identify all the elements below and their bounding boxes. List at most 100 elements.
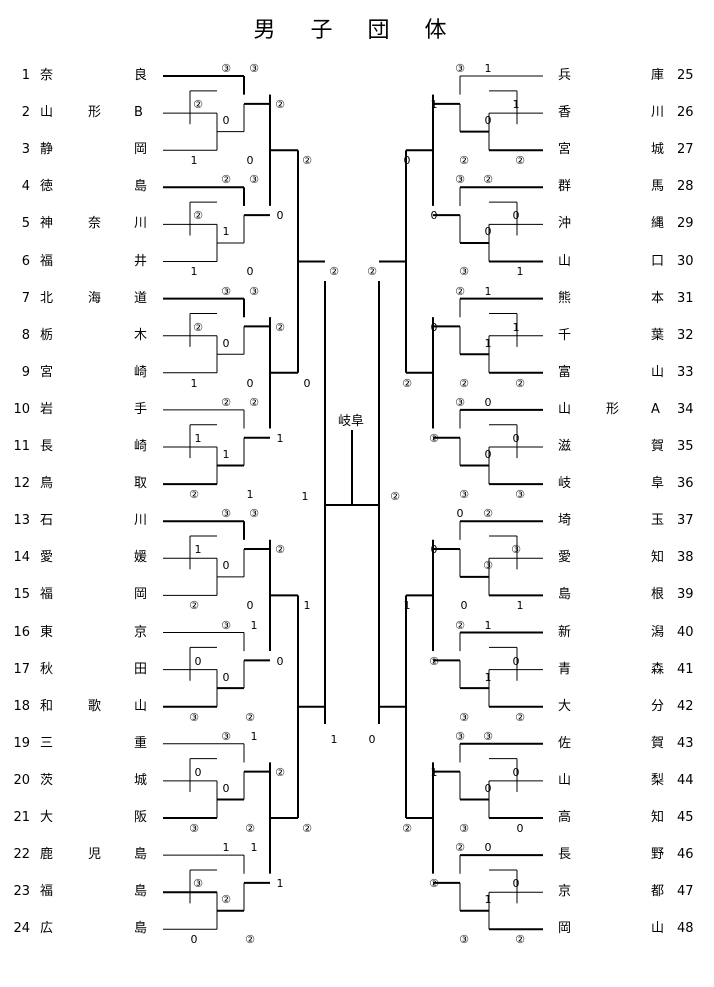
team-name-char: 城	[134, 772, 148, 788]
team-name-char: 岐	[558, 476, 572, 492]
team-name-char: 岡	[134, 587, 148, 603]
match-score: 0	[512, 431, 520, 445]
match-score: ②	[455, 841, 465, 855]
match-score: ②	[189, 599, 199, 613]
team-name-char: 茨	[40, 772, 54, 788]
team-name-char: 鹿	[40, 847, 54, 863]
match-score: ③	[459, 487, 469, 501]
team-name-char: 川	[134, 513, 148, 529]
team-name-char: 静	[40, 142, 54, 158]
match-score: ③	[249, 62, 259, 75]
team-number: 17	[13, 661, 30, 677]
team-name-char: 愛	[558, 550, 572, 566]
team-number: 13	[13, 513, 30, 529]
match-score: 1	[222, 225, 230, 239]
match-score: 1	[246, 487, 254, 501]
match-score: ②	[189, 487, 199, 501]
match-score: 0	[190, 933, 198, 947]
team-name-char: 道	[134, 290, 148, 306]
round-score: 0	[276, 654, 284, 668]
team-name-char: 京	[134, 624, 148, 640]
final-score: ②	[390, 490, 400, 503]
match-score: 0	[194, 765, 202, 779]
team-name-char: 島	[134, 884, 148, 900]
team-name-char: 知	[651, 550, 665, 566]
match-score: 0	[484, 114, 492, 127]
team-name-char: 縄	[651, 216, 665, 232]
team-number: 22	[13, 847, 30, 863]
team-name-char: 阪	[134, 810, 148, 825]
team-name-char: 愛	[40, 550, 54, 566]
team-name-char: 本	[651, 290, 665, 306]
team-name-char: 高	[558, 810, 572, 825]
team-name-char: 山	[558, 772, 572, 788]
team-number: 35	[677, 439, 694, 454]
match-score: ②	[483, 507, 493, 521]
round-score: 1	[430, 765, 438, 779]
team-number: 41	[677, 661, 694, 677]
match-score: 1	[250, 841, 258, 855]
match-score: 1	[516, 265, 524, 279]
team-name-char: 大	[40, 810, 54, 825]
page-title: 男 子 団 体	[253, 18, 461, 43]
match-score: ③	[459, 821, 469, 835]
team-number: 39	[677, 587, 694, 603]
match-score: 1	[250, 618, 258, 632]
match-score: ③	[249, 507, 259, 521]
match-score: 0	[484, 395, 492, 409]
round-score: 0	[303, 376, 311, 390]
round-score: ②	[429, 431, 439, 445]
team-name-char: 広	[40, 921, 54, 937]
team-number: 44	[677, 772, 694, 788]
team-name-char: 滋	[558, 439, 572, 454]
round-score: ②	[429, 654, 439, 668]
team-name-char: 島	[558, 587, 572, 603]
team-number: 10	[13, 401, 30, 417]
match-score: 0	[484, 781, 492, 795]
match-score: 1	[484, 62, 492, 75]
team-name-char: B	[134, 105, 143, 121]
round-score: ②	[429, 877, 439, 891]
match-score: ②	[515, 154, 525, 167]
match-score: ③	[221, 729, 231, 743]
team-name-char: 田	[134, 661, 148, 677]
match-score: ③	[221, 62, 231, 75]
match-score: ③	[455, 395, 465, 409]
match-score: ②	[245, 821, 255, 835]
team-name-char: 長	[558, 847, 572, 863]
match-score: 1	[484, 670, 492, 684]
team-number: 9	[21, 364, 30, 380]
match-score: ③	[189, 821, 199, 835]
team-name-char: 口	[651, 253, 665, 269]
team-name-char: 形	[606, 401, 620, 417]
semifinal-score: ②	[367, 265, 377, 278]
match-score: ③	[483, 559, 493, 573]
match-score: ②	[515, 376, 525, 390]
round-score: 1	[276, 431, 284, 445]
match-score: ②	[193, 209, 203, 223]
match-score: ③	[221, 507, 231, 521]
team-number: 20	[13, 772, 30, 788]
match-score: ③	[193, 877, 203, 891]
team-name-char: 鳥	[40, 476, 54, 492]
team-number: 7	[21, 290, 30, 306]
team-name-char: 福	[40, 587, 54, 603]
team-number: 21	[13, 810, 30, 825]
round-score: ②	[402, 376, 412, 390]
team-number: 6	[21, 253, 30, 269]
team-number: 16	[13, 624, 30, 640]
team-name-char: 島	[134, 179, 148, 195]
match-score: ③	[221, 284, 231, 298]
semifinal-score: ②	[329, 265, 339, 278]
match-score: ②	[459, 154, 469, 167]
team-name-char: 東	[40, 624, 54, 640]
match-score: ③	[189, 710, 199, 724]
team-name-char: 福	[40, 884, 54, 900]
match-score: 0	[484, 447, 492, 461]
team-name-char: A	[651, 401, 660, 417]
team-name-char: 森	[651, 661, 665, 677]
match-score: ②	[193, 98, 203, 111]
team-number: 8	[21, 327, 30, 343]
team-name-char: 賀	[651, 735, 665, 751]
match-score: 1	[190, 265, 198, 279]
